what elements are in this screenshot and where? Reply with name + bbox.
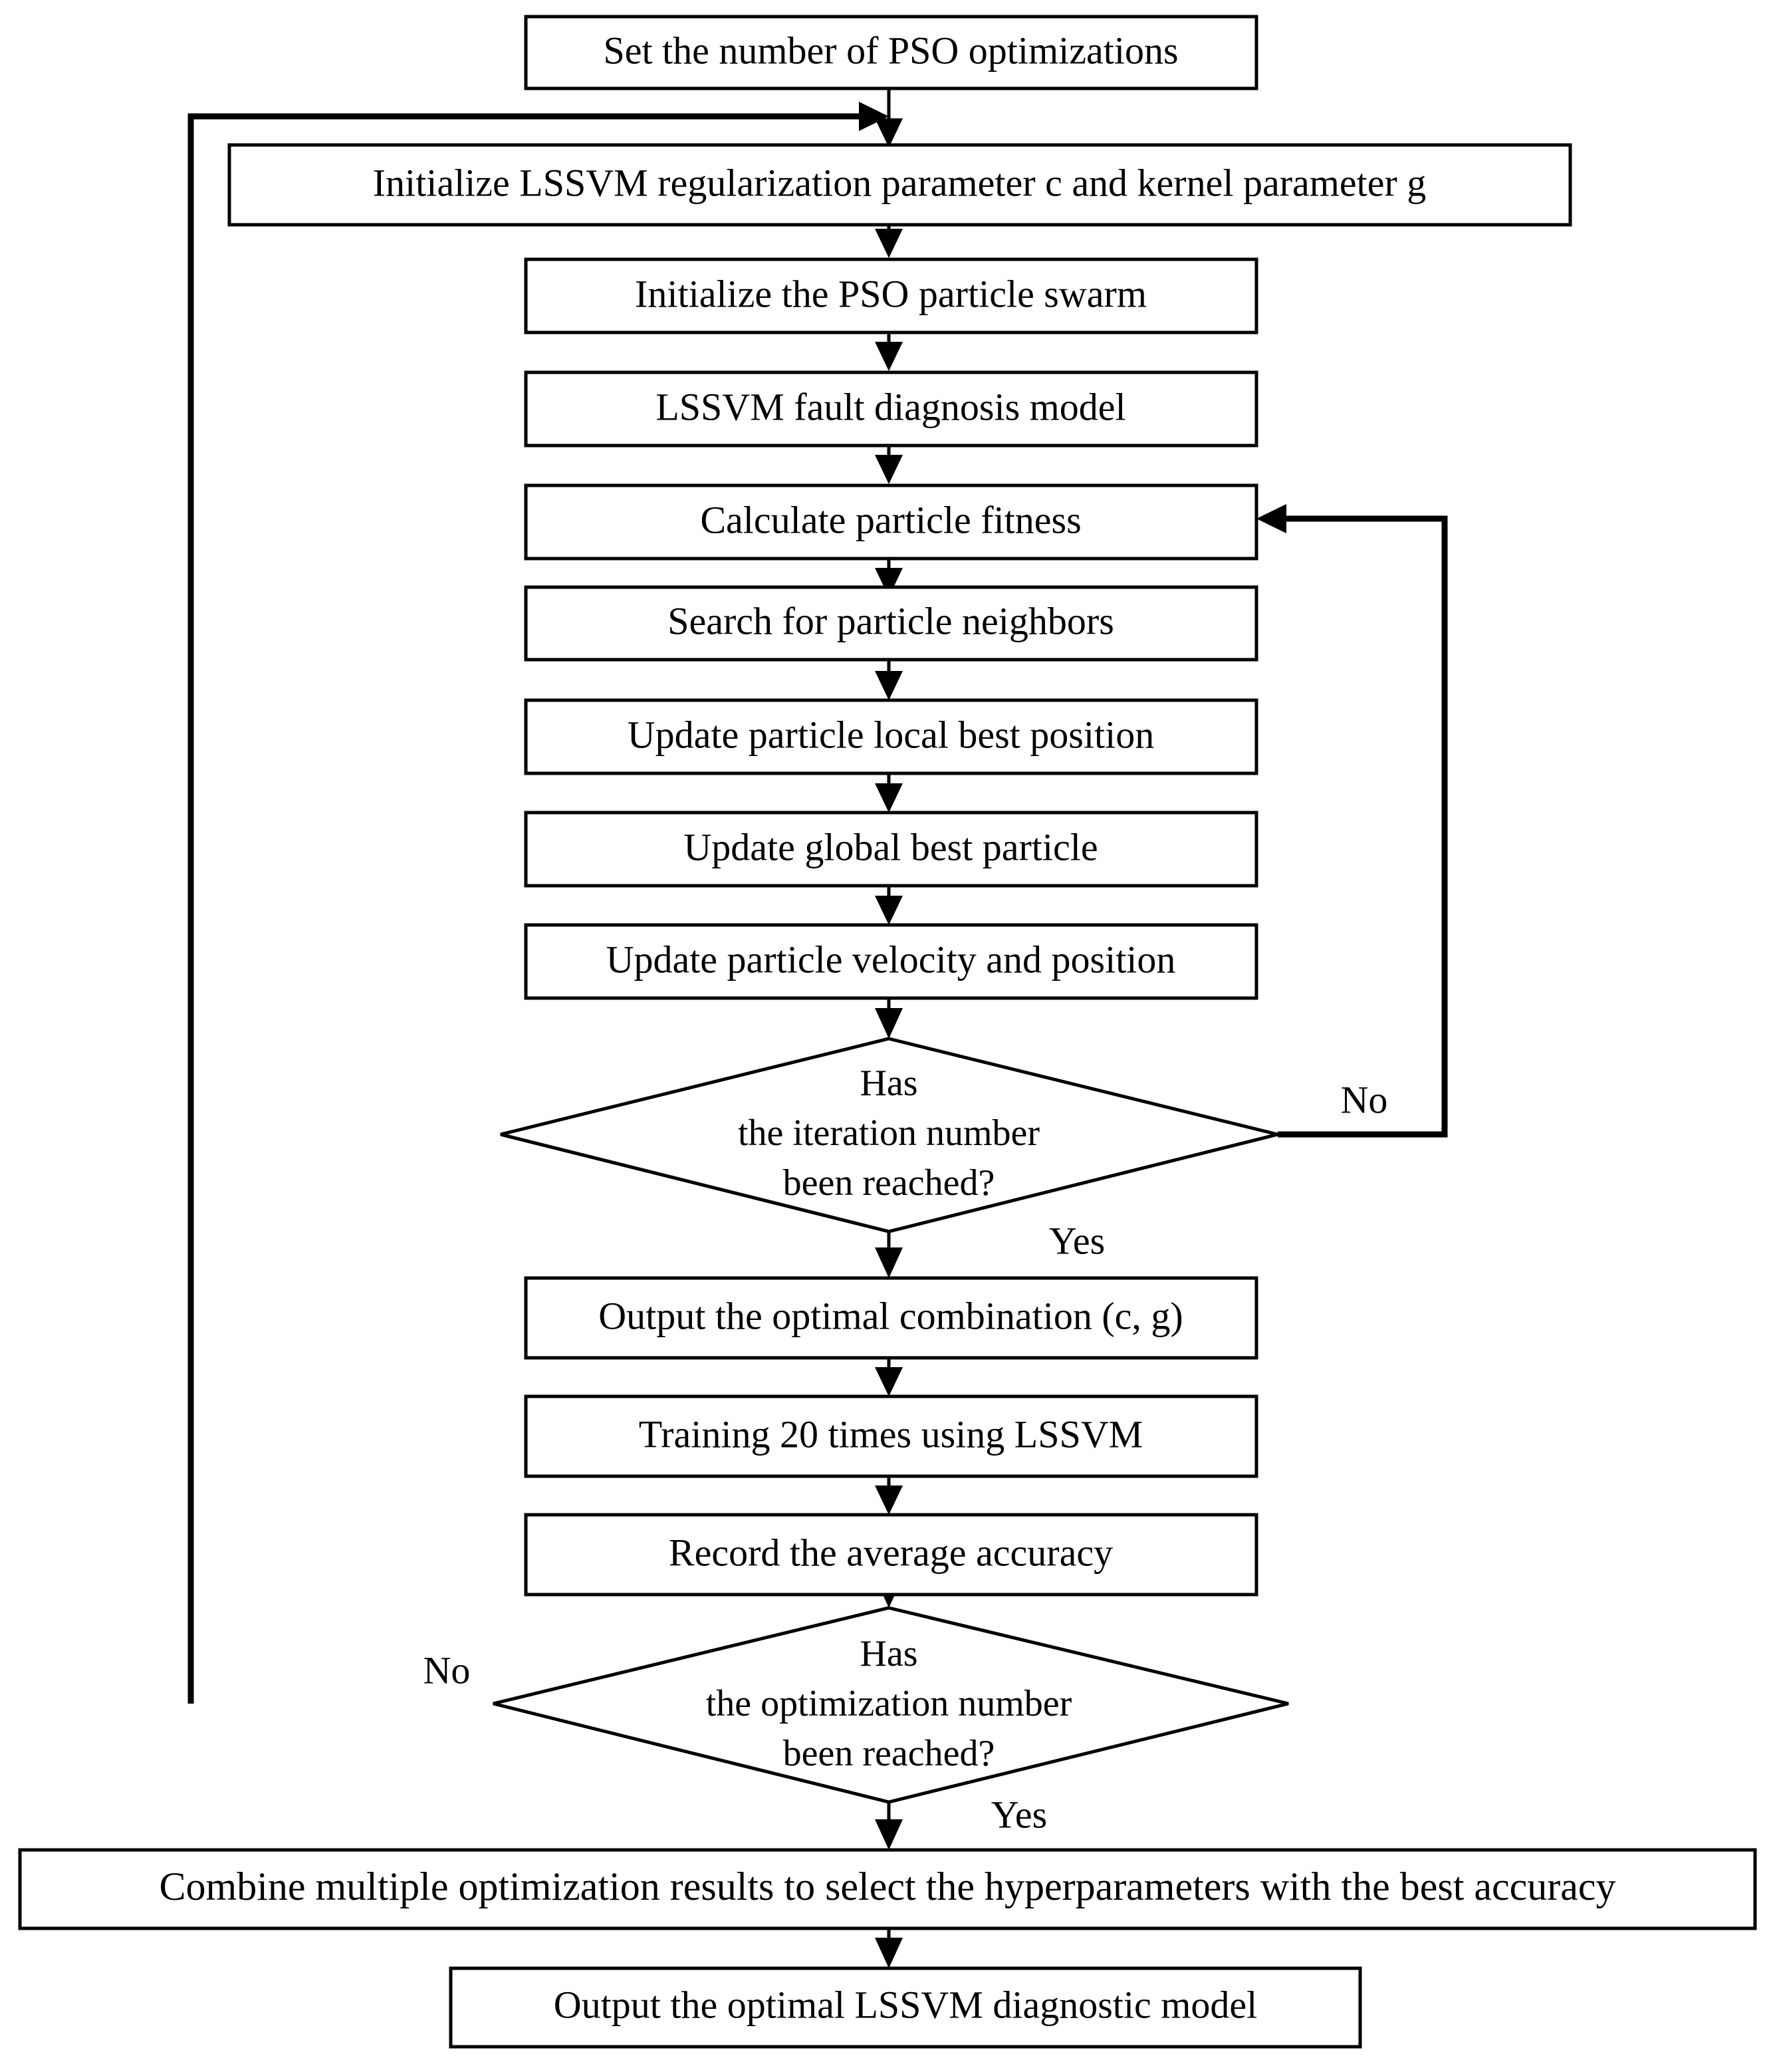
decision-label-line-3: been reached? bbox=[783, 1162, 995, 1204]
decision-label-line-1: Has bbox=[860, 1633, 917, 1674]
node-initialize-lssvm-parameters[interactable]: Initialize LSSVM regularization paramete… bbox=[227, 143, 1572, 227]
edge-label-optimization-yes: Yes bbox=[991, 1793, 1047, 1836]
node-label: Initialize LSSVM regularization paramete… bbox=[373, 161, 1427, 204]
decision-label-line-1: Has bbox=[860, 1063, 917, 1104]
edge-n4-n5 bbox=[875, 446, 903, 484]
edge-n1-n2 bbox=[875, 88, 903, 148]
node-label: Update global best particle bbox=[683, 825, 1098, 868]
node-output-optimal-combination[interactable]: Output the optimal combination (c, g) bbox=[524, 1276, 1258, 1360]
node-label: Update particle velocity and position bbox=[606, 938, 1176, 981]
node-output-optimal-lssvm-diagnostic-model[interactable]: Output the optimal LSSVM diagnostic mode… bbox=[449, 1966, 1362, 2049]
node-initialize-pso-particle-swarm[interactable]: Initialize the PSO particle swarm bbox=[524, 257, 1258, 334]
edge-label-optimization-no: No bbox=[423, 1648, 471, 1692]
node-label: Calculate particle fitness bbox=[700, 498, 1081, 541]
node-label: Search for particle neighbors bbox=[667, 599, 1114, 642]
node-combine-optimization-results[interactable]: Combine multiple optimization results to… bbox=[18, 1848, 1757, 1930]
edge-n9-n10 bbox=[875, 998, 903, 1039]
node-label: LSSVM fault diagnosis model bbox=[655, 385, 1125, 428]
node-label: Output the optimal LSSVM diagnostic mode… bbox=[554, 1983, 1257, 2026]
node-label: Training 20 times using LSSVM bbox=[639, 1412, 1143, 1456]
decision-label-line-2: the optimization number bbox=[706, 1683, 1072, 1724]
edge-n14-n2-feedback bbox=[187, 102, 889, 1704]
edge-n10-n11 bbox=[875, 1231, 903, 1278]
edge-n12-n13 bbox=[875, 1476, 903, 1515]
edge-n2-n3 bbox=[875, 225, 903, 258]
node-decision-iteration-number-reached[interactable]: Has the iteration number been reached? bbox=[500, 1037, 1278, 1233]
node-record-average-accuracy[interactable]: Record the average accuracy bbox=[524, 1513, 1258, 1597]
edge-n15-n16 bbox=[875, 1928, 903, 1968]
edge-n11-n12 bbox=[875, 1358, 903, 1396]
node-lssvm-fault-diagnosis-model[interactable]: LSSVM fault diagnosis model bbox=[524, 370, 1258, 448]
node-update-particle-velocity-and-position[interactable]: Update particle velocity and position bbox=[524, 923, 1258, 1000]
node-set-number-of-pso-optimizations[interactable]: Set the number of PSO optimizations bbox=[524, 15, 1258, 90]
edge-n14-n15 bbox=[875, 1802, 903, 1850]
edge-n8-n9 bbox=[875, 886, 903, 925]
edge-label-iteration-no: No bbox=[1341, 1078, 1388, 1121]
decision-label-line-3: been reached? bbox=[783, 1733, 995, 1774]
edge-n5-n6 bbox=[875, 559, 903, 597]
node-update-global-best-particle[interactable]: Update global best particle bbox=[524, 811, 1258, 888]
node-label: Initialize the PSO particle swarm bbox=[635, 272, 1147, 315]
edge-label-iteration-yes: Yes bbox=[1049, 1219, 1105, 1262]
edge-n6-n7 bbox=[875, 660, 903, 700]
node-label: Output the optimal combination (c, g) bbox=[598, 1294, 1183, 1337]
node-calculate-particle-fitness[interactable]: Calculate particle fitness bbox=[524, 483, 1258, 561]
node-decision-optimization-number-reached[interactable]: Has the optimization number been reached… bbox=[493, 1606, 1289, 1804]
edge-n10-n5-feedback bbox=[1256, 504, 1448, 1138]
node-label: Record the average accuracy bbox=[669, 1531, 1113, 1574]
edge-n3-n4 bbox=[875, 332, 903, 371]
node-label: Set the number of PSO optimizations bbox=[603, 29, 1178, 72]
node-search-for-particle-neighbors[interactable]: Search for particle neighbors bbox=[524, 585, 1258, 662]
decision-label-line-2: the iteration number bbox=[738, 1112, 1040, 1154]
node-update-particle-local-best-position[interactable]: Update particle local best position bbox=[524, 698, 1258, 775]
node-label: Update particle local best position bbox=[628, 713, 1154, 756]
edge-n7-n8 bbox=[875, 773, 903, 813]
node-label: Combine multiple optimization results to… bbox=[160, 1865, 1616, 1908]
node-training-20-times-using-lssvm[interactable]: Training 20 times using LSSVM bbox=[524, 1394, 1258, 1478]
